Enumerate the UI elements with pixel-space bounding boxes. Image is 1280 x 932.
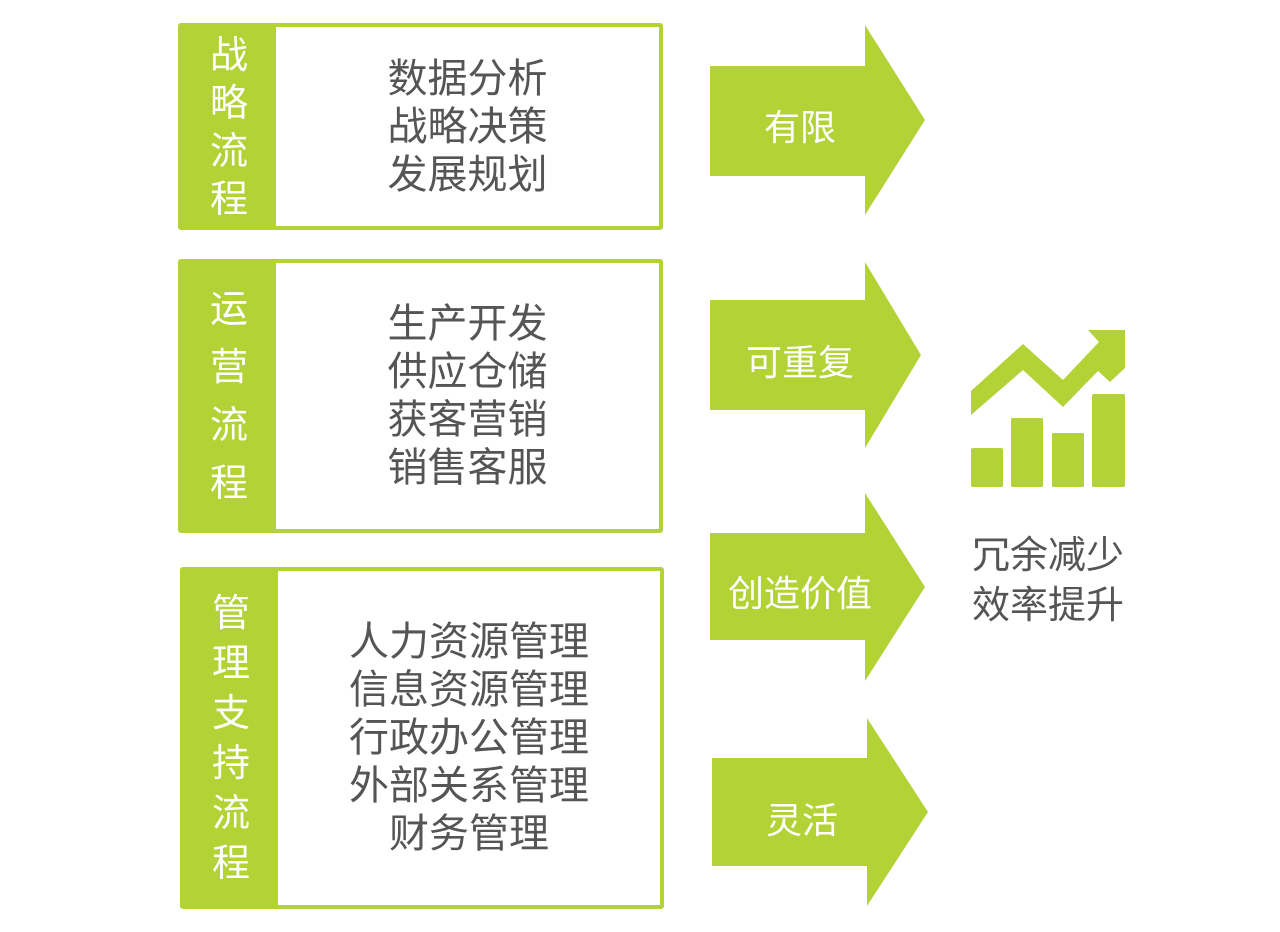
outcome-line: 冗余减少 bbox=[971, 533, 1124, 577]
process-label-strip: 管 理 支 持 流 程 bbox=[184, 571, 278, 905]
process-label-strip: 运 营 流 程 bbox=[182, 263, 276, 529]
process-item: 生产开发 bbox=[387, 301, 548, 347]
process-items: 人力资源管理 信息资源管理 行政办公管理 外部关系管理 财务管理 bbox=[278, 571, 660, 905]
label-char: 流 bbox=[209, 128, 248, 173]
label-char: 程 bbox=[209, 176, 248, 221]
process-item: 销售客服 bbox=[387, 445, 548, 491]
process-box-operations: 运 营 流 程 生产开发 供应仓储 获客营销 销售客服 bbox=[178, 259, 663, 533]
growth-chart-icon bbox=[971, 330, 1125, 487]
arrow-create-value: 创造价值 bbox=[710, 493, 926, 681]
label-char: 程 bbox=[209, 461, 248, 505]
label-char: 战 bbox=[209, 32, 248, 77]
label-char: 程 bbox=[211, 841, 250, 885]
process-items: 数据分析 战略决策 发展规划 bbox=[276, 27, 659, 226]
label-char: 略 bbox=[209, 80, 248, 125]
outcome-text: 冗余减少 效率提升 bbox=[958, 530, 1138, 630]
arrow-label: 有限 bbox=[763, 108, 836, 149]
label-char: 营 bbox=[209, 345, 248, 389]
arrow-label: 灵活 bbox=[765, 801, 838, 842]
process-item: 数据分析 bbox=[387, 55, 548, 102]
label-char: 支 bbox=[211, 691, 250, 735]
process-label-strip: 战 略 流 程 bbox=[182, 27, 276, 226]
outcome-line: 效率提升 bbox=[971, 583, 1124, 627]
process-item: 获客营销 bbox=[387, 397, 548, 443]
process-item: 战略决策 bbox=[387, 103, 548, 150]
arrow-label: 可重复 bbox=[745, 343, 854, 384]
label-char: 运 bbox=[209, 287, 248, 331]
label-char: 流 bbox=[211, 791, 250, 835]
process-item: 人力资源管理 bbox=[349, 619, 589, 665]
arrow-limited: 有限 bbox=[710, 25, 926, 215]
process-item: 供应仓储 bbox=[387, 349, 548, 395]
arrow-repeatable: 可重复 bbox=[710, 262, 926, 448]
label-char: 管 bbox=[211, 591, 250, 635]
process-item: 发展规划 bbox=[387, 151, 548, 198]
label-char: 流 bbox=[209, 403, 248, 447]
process-box-strategy: 战 略 流 程 数据分析 战略决策 发展规划 bbox=[178, 23, 663, 230]
process-items: 生产开发 供应仓储 获客营销 销售客服 bbox=[276, 263, 659, 529]
process-item: 行政办公管理 bbox=[349, 715, 589, 761]
arrow-label: 创造价值 bbox=[727, 574, 872, 615]
right-arrow-shape bbox=[710, 25, 925, 215]
right-arrow-shape bbox=[710, 262, 921, 448]
process-item: 信息资源管理 bbox=[349, 667, 589, 713]
process-item: 财务管理 bbox=[389, 811, 549, 857]
right-arrow-shape bbox=[712, 718, 928, 906]
label-char: 持 bbox=[211, 741, 250, 785]
process-box-management: 管 理 支 持 流 程 人力资源管理 信息资源管理 行政办公管理 外部关系管理 … bbox=[180, 567, 664, 909]
label-char: 理 bbox=[211, 641, 250, 685]
arrow-flexible: 灵活 bbox=[712, 718, 930, 906]
right-arrow-shape bbox=[710, 493, 925, 681]
process-item: 外部关系管理 bbox=[349, 763, 589, 809]
